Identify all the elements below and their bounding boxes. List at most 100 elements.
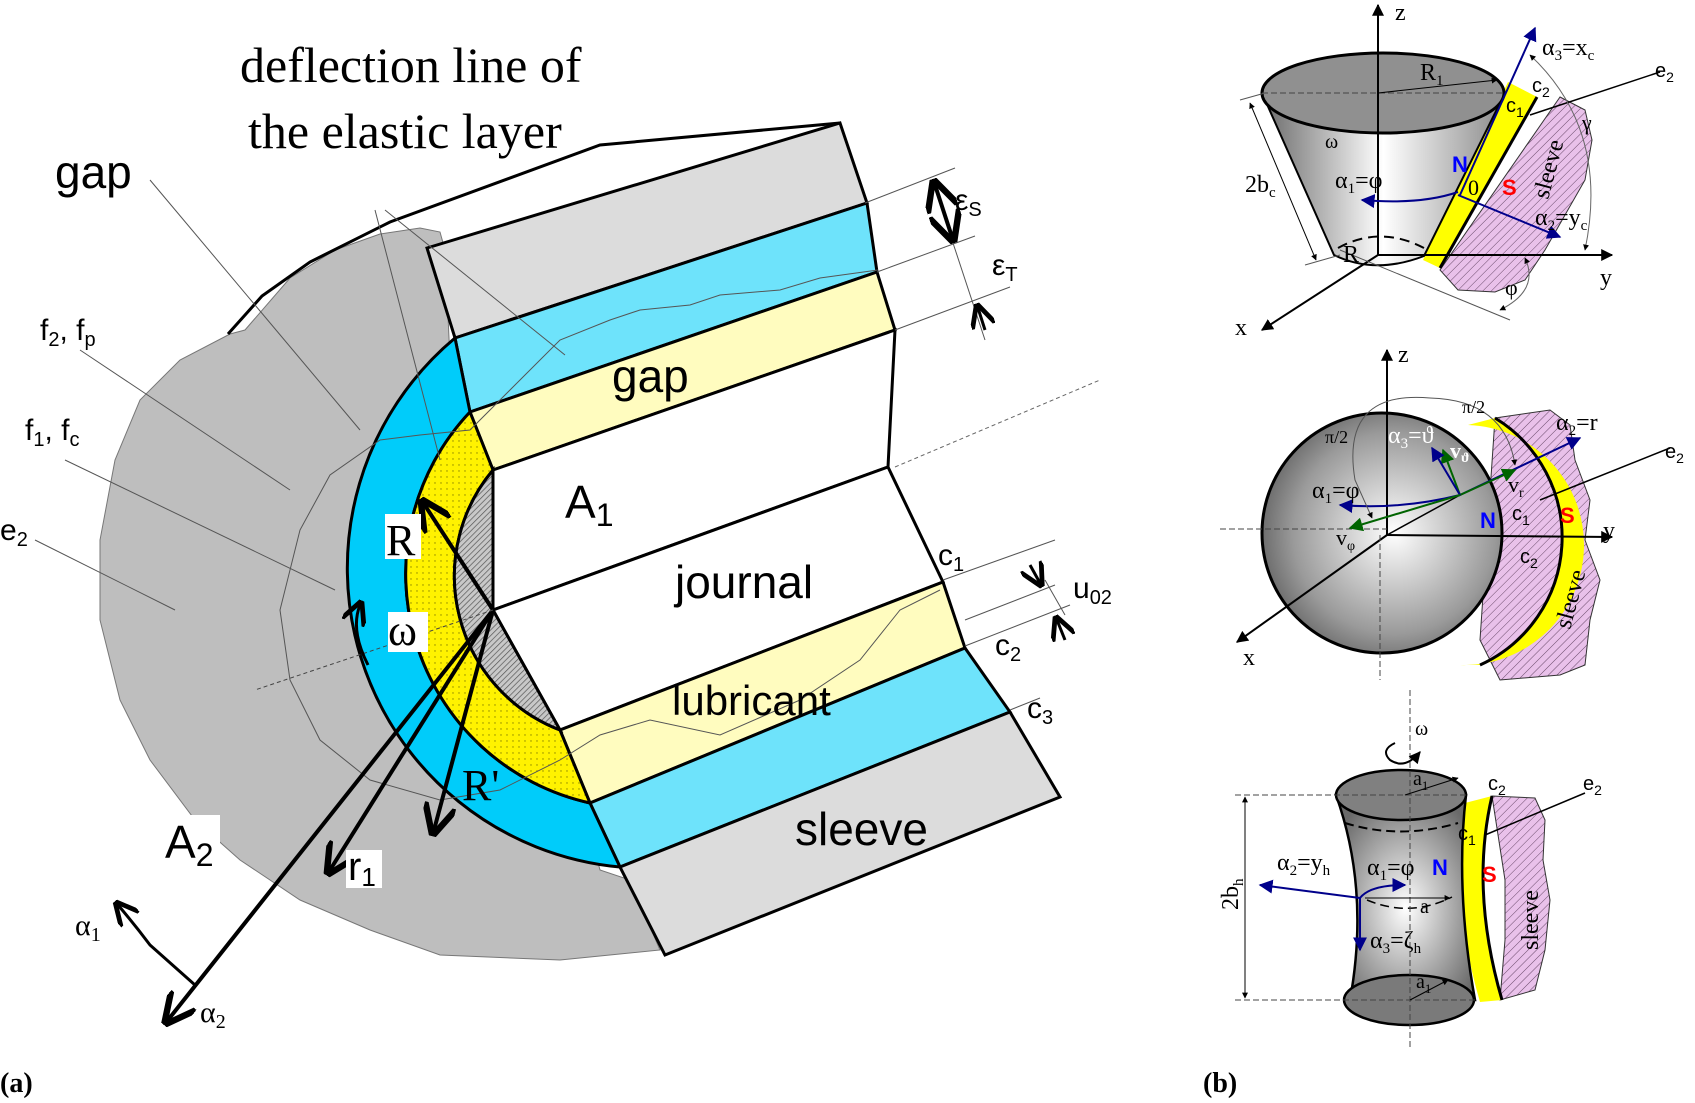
sphere-label-alpha2: α2=r (1556, 410, 1598, 439)
hyp-alpha1-vector (1359, 878, 1407, 899)
label-f1-fc: f1, fc (25, 414, 79, 451)
label-omega: ω (388, 606, 417, 655)
hyp-label-c1: c1 (1458, 823, 1476, 848)
deflection-title-line1: deflection line of (240, 37, 582, 93)
hyp-label-2bh: 2bh (1218, 878, 1247, 910)
cone-body (1260, 92, 1507, 267)
sphere-label-alpha3: α3=ϑ (1388, 423, 1434, 452)
sphere-elastic-layer (1460, 418, 1584, 666)
label-r1: r1 (348, 845, 376, 892)
sphere-vtheta-vector (1440, 448, 1461, 496)
sphere-label-vphi: vφ (1336, 525, 1355, 554)
omega-rotation-arrow (356, 605, 370, 666)
panel-a: deflection line of the elastic layer gap… (0, 37, 1112, 1099)
hyp-elastic-layer (1460, 796, 1502, 1002)
cone-diagram: z y x R1 R 2bc ω α1=φ α2=yc α3=xc e2 c1 … (1235, 0, 1674, 341)
sphere-label-pi-half-top: π/2 (1462, 397, 1485, 417)
hyp-label-S: S (1482, 862, 1497, 887)
hyp-label-a1-bottom: a1 (1416, 971, 1431, 996)
sphere-label-alpha1: α1=φ (1312, 478, 1359, 507)
label-A1: A1 (565, 476, 613, 533)
sphere-layer-edge (1479, 416, 1564, 667)
label-A2: A2 (165, 816, 213, 873)
label-omega-bg (388, 612, 428, 652)
hyp-label-alpha2: α2=yh (1277, 850, 1331, 879)
dim-line-c3 (1009, 697, 1041, 711)
cone-layer-edge (1438, 96, 1539, 269)
leader-gap (149, 179, 361, 431)
panel-b: z y x R1 R 2bc ω α1=φ α2=yc α3=xc e2 c1 … (1203, 0, 1684, 1099)
hyp-label-e2: e2 (1583, 773, 1602, 798)
label-alpha1: α1 (75, 909, 101, 946)
dim-line-eps (951, 239, 986, 341)
sphere-vphi-vector (1348, 494, 1461, 532)
radius-R-arrow (424, 504, 495, 612)
leader-f1 (64, 459, 336, 591)
sphere-label-S: S (1560, 503, 1575, 528)
u02-arrow-top (1030, 565, 1040, 583)
label-f2-fp: f2, fp (40, 314, 96, 351)
hyperboloid-diagram: ω a1 a1 a 2bh α2=yh α1=φ α3=ζh e2 c1 c2 … (1218, 690, 1602, 1050)
label-sleeve: sleeve (795, 803, 928, 855)
hyp-label-alpha1: α1=φ (1367, 855, 1414, 884)
hyp-label-a-mid: a (1420, 896, 1429, 918)
cone-label-origin: 0 (1468, 175, 1479, 200)
label-R-prime: R' (462, 761, 499, 810)
cone-label-R: R (1343, 242, 1359, 268)
caption-b: (b) (1203, 1068, 1237, 1099)
sphere-alpha3-vector (1431, 446, 1461, 496)
sphere-label-vtheta: vϑ (1450, 438, 1469, 466)
cone-label-z: z (1395, 0, 1406, 26)
cone-bottom-dashed (1337, 235, 1425, 249)
cone-alpha3-vector (1459, 26, 1537, 196)
cone-label-c2: c2 (1532, 75, 1550, 100)
cone-label-alpha3: α3=xc (1542, 35, 1595, 64)
cone-label-omega: ω (1325, 131, 1338, 153)
hyp-e2-leader (1484, 792, 1586, 836)
cone-2bc-ext-bot (1304, 254, 1341, 266)
cone-label-e2: e2 (1655, 60, 1674, 85)
cone-label-gamma: γ (1581, 110, 1592, 135)
cone-label-2bc: 2bc (1245, 172, 1276, 201)
cone-label-R1: R1 (1420, 60, 1444, 89)
label-c2: c2 (995, 629, 1021, 666)
alpha1-direction-arrow (118, 905, 196, 987)
label-eps-s: εS (955, 184, 982, 221)
outer-contour-line (226, 121, 841, 336)
sphere-e2-leader (1539, 447, 1671, 501)
hyp-label-sleeve: sleeve (1518, 890, 1544, 950)
radius-Rprime-arrow (434, 609, 495, 830)
hyp-label-N: N (1432, 855, 1448, 880)
sphere-label-c1: c1 (1512, 503, 1530, 528)
sphere-label-z: z (1398, 342, 1409, 368)
cone-label-y: y (1600, 265, 1612, 291)
label-c3: c3 (1027, 692, 1053, 729)
sphere-label-N: N (1480, 508, 1496, 533)
label-e2: e2 (0, 514, 28, 551)
leader-f2 (79, 349, 291, 491)
label-R-bg (385, 514, 421, 559)
sphere-label-pi-half-left: π/2 (1325, 427, 1348, 447)
cone-phi-arc (1499, 257, 1531, 311)
label-gap-outer: gap (55, 146, 132, 198)
sphere-x-axis (1236, 534, 1388, 643)
dim-line-c2 (964, 604, 1071, 647)
deflection-line (279, 269, 941, 801)
hyp-a1-top-arrow (1404, 776, 1459, 796)
hyp-label-alpha3: α3=ζh (1370, 928, 1422, 957)
hyp-label-a1-top: a1 (1413, 768, 1428, 793)
label-gap-inner: gap (612, 350, 689, 402)
sphere-label-x: x (1243, 645, 1255, 671)
journal-hatched-sector (452, 465, 564, 733)
u02-arrow-bot (1057, 620, 1065, 640)
label-alpha2: α2 (200, 996, 226, 1033)
cone-phi-line (1339, 249, 1511, 321)
sphere-pi-half-arc-left (1352, 396, 1431, 519)
eps-t-arrow (978, 308, 985, 331)
sphere-pi-half-arc-top (1429, 397, 1518, 466)
cone-label-c1: c1 (1506, 95, 1524, 120)
sphere-vr-vector (1459, 468, 1517, 496)
cone-label-alpha2: α2=yc (1535, 205, 1588, 234)
hyp-top-dashed (1344, 822, 1459, 833)
cone-2bc-dim (1249, 102, 1317, 261)
